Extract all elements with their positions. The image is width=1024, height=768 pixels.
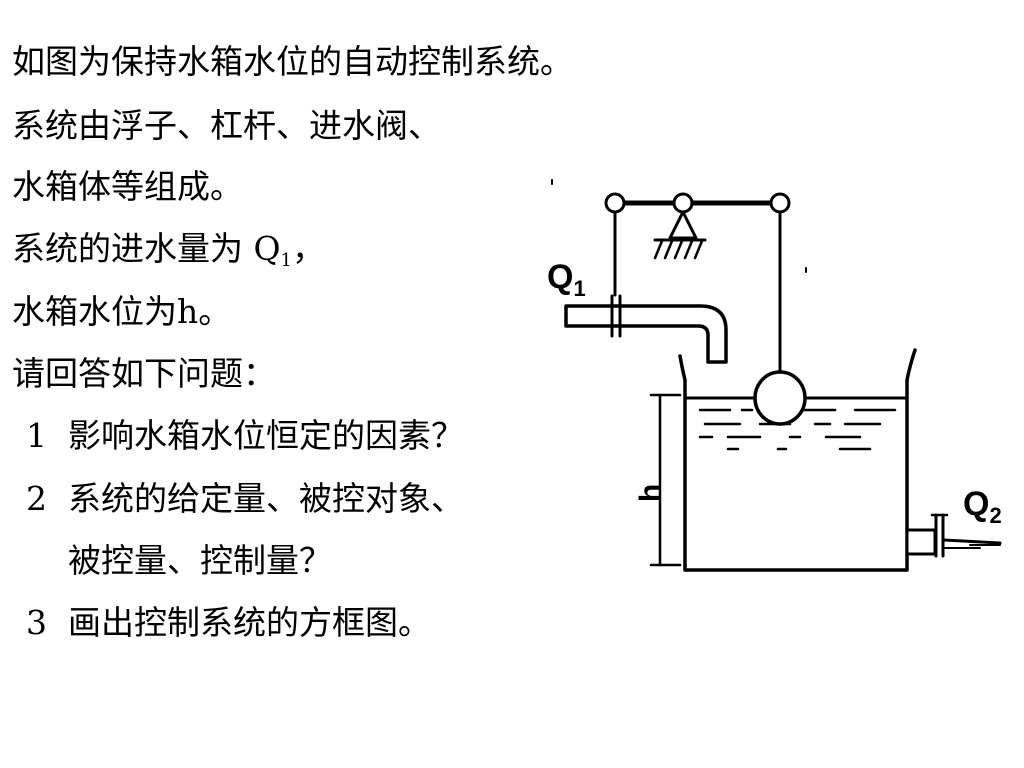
question-3-number: 3 (26, 603, 47, 642)
question-3-text: 画出控制系统的方框图。 (68, 603, 431, 642)
lever-fulcrum-pivot (672, 192, 694, 214)
level-label: h (634, 484, 667, 502)
inflow-text: 系统的进水量为 Q (12, 229, 281, 268)
question-1: 1 影响水箱水位恒定的因素？ (12, 416, 464, 456)
inlet-pipe (564, 304, 728, 364)
water-tank-diagram: Q1 Q2 h (547, 179, 1002, 572)
intro-line-3: 水箱体等组成。 (12, 167, 243, 206)
inflow-comma: ， (292, 229, 325, 268)
outlet-pipe (905, 528, 937, 556)
lever-right-pivot (769, 192, 791, 214)
intro-line-5: 水箱水位为h。 (12, 292, 232, 331)
fulcrum-support (668, 210, 698, 240)
inflow-label: Q1 (547, 258, 586, 301)
outflow-label: Q2 (963, 485, 1002, 528)
question-2: 2 系统的给定量、被控对象、 (12, 479, 464, 519)
lever-left-pivot (604, 192, 626, 214)
question-2-text: 系统的给定量、被控对象、 (68, 479, 464, 518)
intro-line-4: 系统的进水量为 Q1， (12, 229, 325, 271)
question-heading: 请回答如下问题： (12, 354, 276, 393)
question-1-number: 1 (26, 416, 47, 455)
question-2-number: 2 (26, 479, 47, 518)
tank-body (678, 348, 917, 572)
float (753, 370, 807, 426)
question-2-continued: 被控量、控制量？ (12, 541, 332, 581)
inflow-subscript: 1 (280, 250, 292, 271)
question-2-text-continued: 被控量、控制量？ (68, 541, 332, 580)
intro-line-1: 如图为保持水箱水位的自动控制系统。 (12, 42, 573, 81)
question-1-text: 影响水箱水位恒定的因素？ (68, 416, 464, 455)
intro-line-2: 系统由浮子、杠杆、进水阀、 (12, 106, 441, 145)
question-3: 3 画出控制系统的方框图。 (12, 603, 431, 643)
